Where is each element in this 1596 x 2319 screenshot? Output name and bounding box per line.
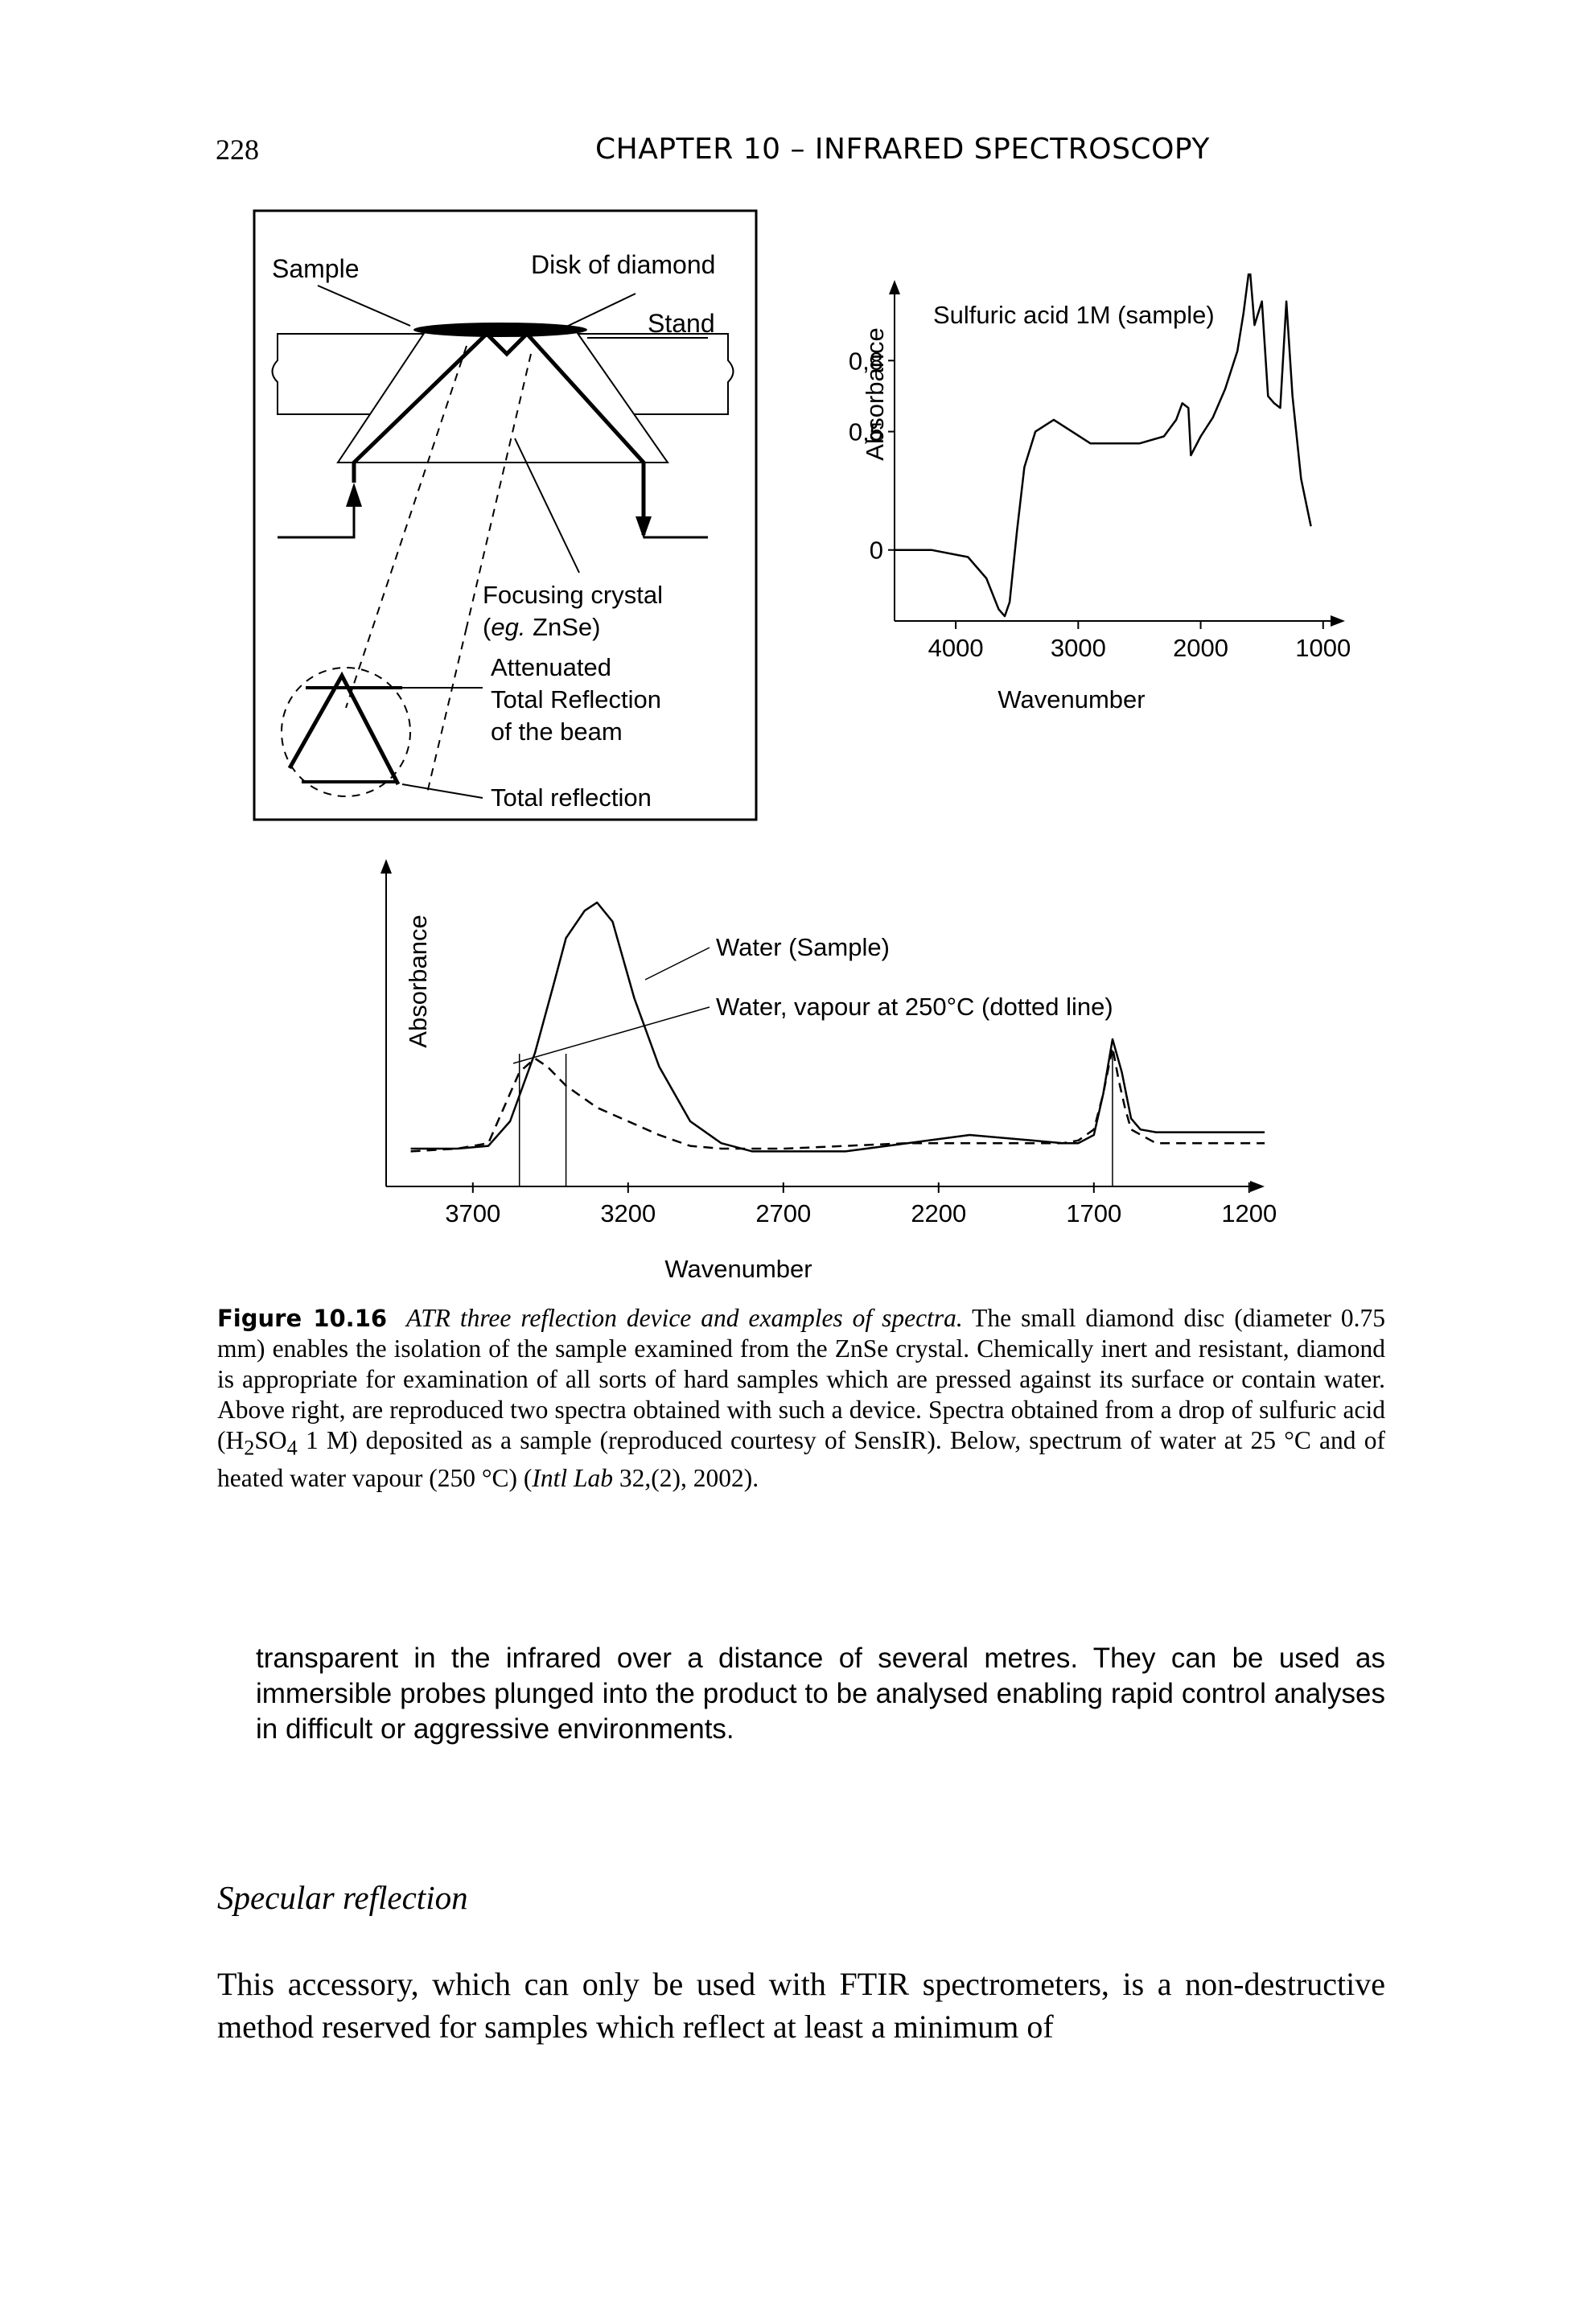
chart2-axes [380,859,1265,1192]
label-atr-2: Total Reflection [491,685,661,713]
x-tick-label: 3700 [445,1199,500,1227]
x-tick-label: 2200 [911,1199,966,1227]
caption-journal: Intl Lab [532,1464,613,1493]
chart1-axes [889,280,1345,627]
x-tick-label: 3200 [600,1199,656,1227]
chart1-y-axis-label: Absorbance [861,327,889,460]
water-vapour-series-line [410,1046,1265,1153]
x-tick-label: 1200 [1221,1199,1277,1227]
diagram-frame [253,209,758,821]
y-axis-arrow [889,280,900,294]
chart2-annotation-vapour: Water, vapour at 250°C (dotted line) [716,993,1113,1021]
water-spectrum-chart: 3700 3200 2700 2200 1700 1200 Absorbance Wate… [380,859,1277,1283]
chart1-x-axis-label: Wavenumber [998,685,1145,713]
label-crystal-2-italic: eg. [491,613,525,641]
beam-arrow-up [346,483,362,507]
leader-water-vapour [512,1006,710,1064]
y-tick-label: 0 [870,537,883,565]
page-number: 228 [216,134,259,166]
crystal-pointer [514,438,580,574]
section-heading: Specular reflection [217,1879,468,1916]
caption-title: ATR three reflection device and examples… [406,1304,963,1332]
beam-arrow-down [636,516,652,539]
chart2-x-axis-label: Wavenumber [664,1255,812,1283]
x-tick-label: 3000 [1051,634,1106,662]
label-atr-1: Attenuated [491,653,611,681]
x-tick-label: 4000 [928,634,984,662]
chart1-series [895,273,1312,618]
magnifier-cone [345,345,532,797]
caption-sub-4: 4 [286,1436,298,1460]
caption-text-1: The small diamond disc (diameter 0.75 mm… [217,1304,1386,1454]
label-disk: Disk of diamond [531,250,715,279]
sulfuric-acid-spectrum-chart: 4000 3000 2000 1000 0,8 0,5 0 Absorbance Sulfu… [849,273,1351,713]
leader-water-sample [644,947,710,981]
diamond-disk [413,323,587,337]
x-axis-arrow [1331,615,1345,627]
chart1-annotation: Sulfuric acid 1M (sample) [933,301,1215,329]
y-tick-label: 0,8 [849,347,883,375]
caption-text-2: 1 M) deposited as a sample (reproduced c… [217,1426,1385,1493]
y-tick-label: 0,5 [849,418,883,446]
caption-label: Figure 10.16 [217,1305,388,1332]
atr-device-diagram: Sample Disk of diamond Stand Focusing cr… [253,209,758,821]
sample-pointer [317,285,411,327]
x-tick-label: 2000 [1173,634,1228,662]
caption-so: SO [254,1426,287,1454]
water-sample-series-line [410,901,1265,1153]
label-sample: Sample [272,254,360,283]
chart2-ticks: 3700 3200 2700 2200 1700 1200 [445,1182,1277,1227]
x-tick-label: 1000 [1295,634,1351,662]
label-crystal-2: (eg. ZnSe) [483,613,600,641]
label-crystal-2-rest: ZnSe) [525,613,600,641]
figure-caption: Figure 10.16 ATR three reflection device… [217,1303,1385,1494]
x-axis-arrow [1250,1181,1265,1192]
caption-sub-2: 2 [244,1436,255,1460]
caption-text-3: 32,(2), 2002). [612,1464,759,1493]
body-paragraph-2: This accessory, which can only be used w… [217,1966,1385,2045]
label-crystal-1: Focusing crystal [483,581,663,609]
chart2-annotation-leaders [512,947,1113,1186]
stand-shape [271,333,734,415]
beam-path [352,331,646,535]
body-paragraph-1: transparent in the infrared over a dista… [256,1643,1385,1745]
label-total-reflection: Total reflection [491,783,652,812]
chart2-y-axis-label: Absorbance [404,915,432,1047]
chart2-series [410,901,1265,1153]
label-atr-3: of the beam [491,717,623,746]
label-stand: Stand [648,309,715,338]
x-tick-label: 2700 [755,1199,811,1227]
disk-pointer [562,293,636,329]
total-reflection-pointer [401,783,483,799]
chart2-annotation-water: Water (Sample) [716,933,890,961]
running-head: CHAPTER 10 – INFRARED SPECTROSCOPY [595,133,1210,166]
magnifier-circle [281,667,411,797]
y-axis-arrow [380,859,392,874]
x-tick-label: 1700 [1066,1199,1121,1227]
magnified-beam [287,671,401,786]
chart1-ticks: 4000 3000 2000 1000 0,8 0,5 0 [849,347,1351,662]
sulfuric-acid-series-line [895,273,1312,618]
